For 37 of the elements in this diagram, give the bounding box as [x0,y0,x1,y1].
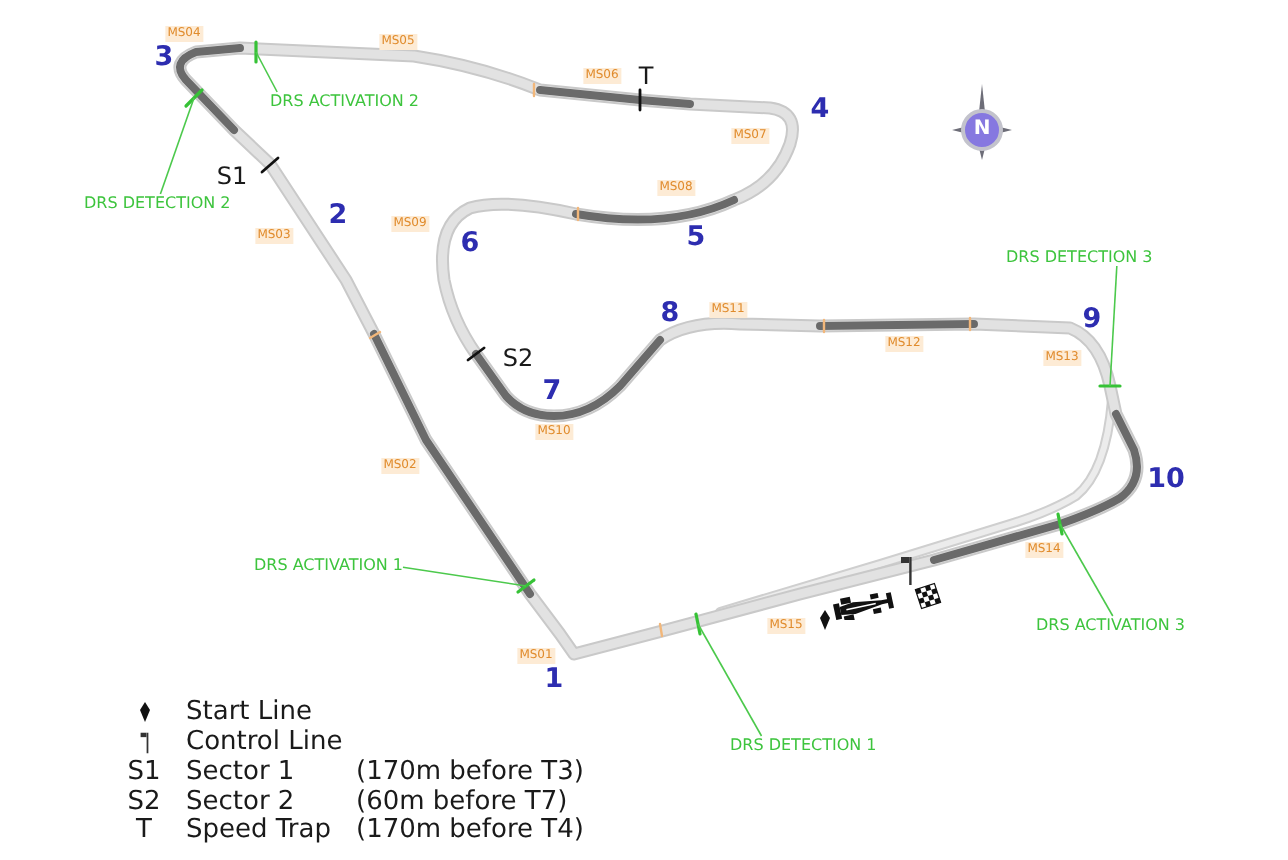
drs-callout-label: DRS DETECTION 2 [84,194,231,212]
legend-note: (170m before T4) [356,817,584,843]
legend-text: Speed Trap [186,817,331,843]
legend-text: Sector 2 [186,789,295,815]
drs-callout-label: DRS ACTIVATION 1 [254,556,403,574]
north-letter: N [973,120,991,140]
turn-number: 9 [1082,306,1102,334]
legend-key: S2 [127,789,161,815]
drs-callout-label: DRS ACTIVATION 2 [270,92,419,110]
leader-line [1059,523,1114,617]
legend-note: (60m before T7) [356,789,568,815]
timing-point-label: T [638,64,654,88]
timing-point-label: S1 [216,164,248,188]
turn-number: 2 [328,202,348,230]
legend-text: Control Line [186,729,343,755]
legend-note: (170m before T3) [356,759,584,785]
turn-number: 8 [660,300,680,328]
timing-point-label: S2 [502,346,534,370]
leader-line [255,51,278,93]
turn-number: 6 [460,230,480,258]
legend-key: T [136,817,152,843]
leader-line [159,97,195,195]
leader-line [697,623,763,737]
drs-callout-label: DRS DETECTION 3 [1006,248,1153,266]
drs-callout-label: DRS DETECTION 1 [730,736,877,754]
turn-number: 7 [542,378,562,406]
turn-number: 10 [1147,466,1185,494]
turn-number: 3 [154,44,174,72]
leader-line [402,566,527,587]
legend-key: S1 [127,759,161,785]
leader-line [1109,265,1118,387]
turn-number: 1 [544,666,564,694]
turn-number: 4 [810,96,830,124]
drs-callout-label: DRS ACTIVATION 3 [1036,616,1185,634]
turn-number: 5 [686,224,706,252]
legend-text: Start Line [186,699,312,725]
legend-text: Sector 1 [186,759,295,785]
